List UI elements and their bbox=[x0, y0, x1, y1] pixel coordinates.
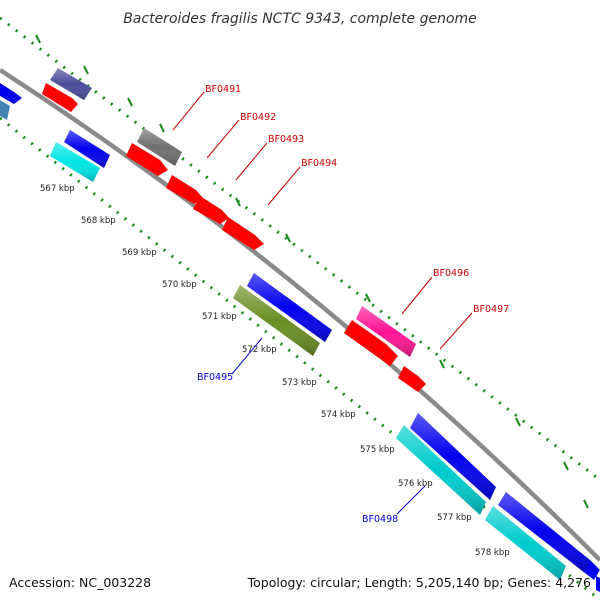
kbp-label: 575 kbp bbox=[360, 445, 395, 455]
gene-label-bf0497[interactable]: BF0497 bbox=[473, 304, 509, 315]
feature-left-blue bbox=[0, 83, 22, 104]
kbp-label: 570 kbp bbox=[162, 280, 197, 290]
gene-label-bf0494[interactable]: BF0494 bbox=[301, 158, 337, 169]
feature-2 bbox=[42, 83, 78, 112]
gene-label-bf0498[interactable]: BF0498 bbox=[362, 514, 398, 525]
tick-dots-outer bbox=[0, 16, 600, 482]
genome-backbone bbox=[0, 68, 600, 562]
kbp-label: 567 kbp bbox=[40, 184, 75, 194]
gene-label-bf0492[interactable]: BF0492 bbox=[240, 112, 276, 123]
kbp-label: 576 kbp bbox=[398, 479, 433, 489]
kbp-label: 572 kbp bbox=[242, 345, 277, 355]
tick-marks bbox=[35, 34, 589, 509]
feature-13 bbox=[344, 320, 398, 366]
topology-text: Topology: circular; Length: 5,205,140 bp… bbox=[247, 575, 591, 590]
kbp-label: 578 kbp bbox=[475, 548, 510, 558]
feature-9 bbox=[222, 217, 264, 250]
kbp-label: 571 kbp bbox=[202, 312, 237, 322]
kbp-label: 574 kbp bbox=[321, 410, 356, 420]
gene-leader-lines bbox=[172, 91, 473, 515]
feature-left-steel bbox=[0, 100, 10, 120]
gene-label-bf0491[interactable]: BF0491 bbox=[205, 84, 241, 95]
feature-6 bbox=[126, 143, 168, 176]
feature-8 bbox=[193, 196, 229, 224]
gene-labels: BF0491 BF0492 BF0493 BF0494 BF0496 BF049… bbox=[197, 84, 509, 525]
feature-7 bbox=[166, 175, 203, 204]
feature-right-edge bbox=[596, 576, 600, 592]
feature-14 bbox=[398, 366, 426, 392]
accession-text: Accession: NC_003228 bbox=[9, 575, 151, 590]
kbp-labels: 567 kbp 568 kbp 569 kbp 570 kbp 571 kbp … bbox=[40, 184, 510, 558]
kbp-label: 577 kbp bbox=[437, 513, 472, 523]
kbp-label: 573 kbp bbox=[282, 378, 317, 388]
gene-label-bf0493[interactable]: BF0493 bbox=[268, 134, 304, 145]
gene-label-bf0496[interactable]: BF0496 bbox=[433, 268, 469, 279]
gene-label-bf0495[interactable]: BF0495 bbox=[197, 372, 233, 383]
kbp-label: 569 kbp bbox=[122, 248, 157, 258]
gene-features bbox=[0, 68, 600, 592]
kbp-label: 568 kbp bbox=[81, 216, 116, 226]
map-title: Bacteroides fragilis NCTC 9343, complete… bbox=[123, 11, 477, 27]
